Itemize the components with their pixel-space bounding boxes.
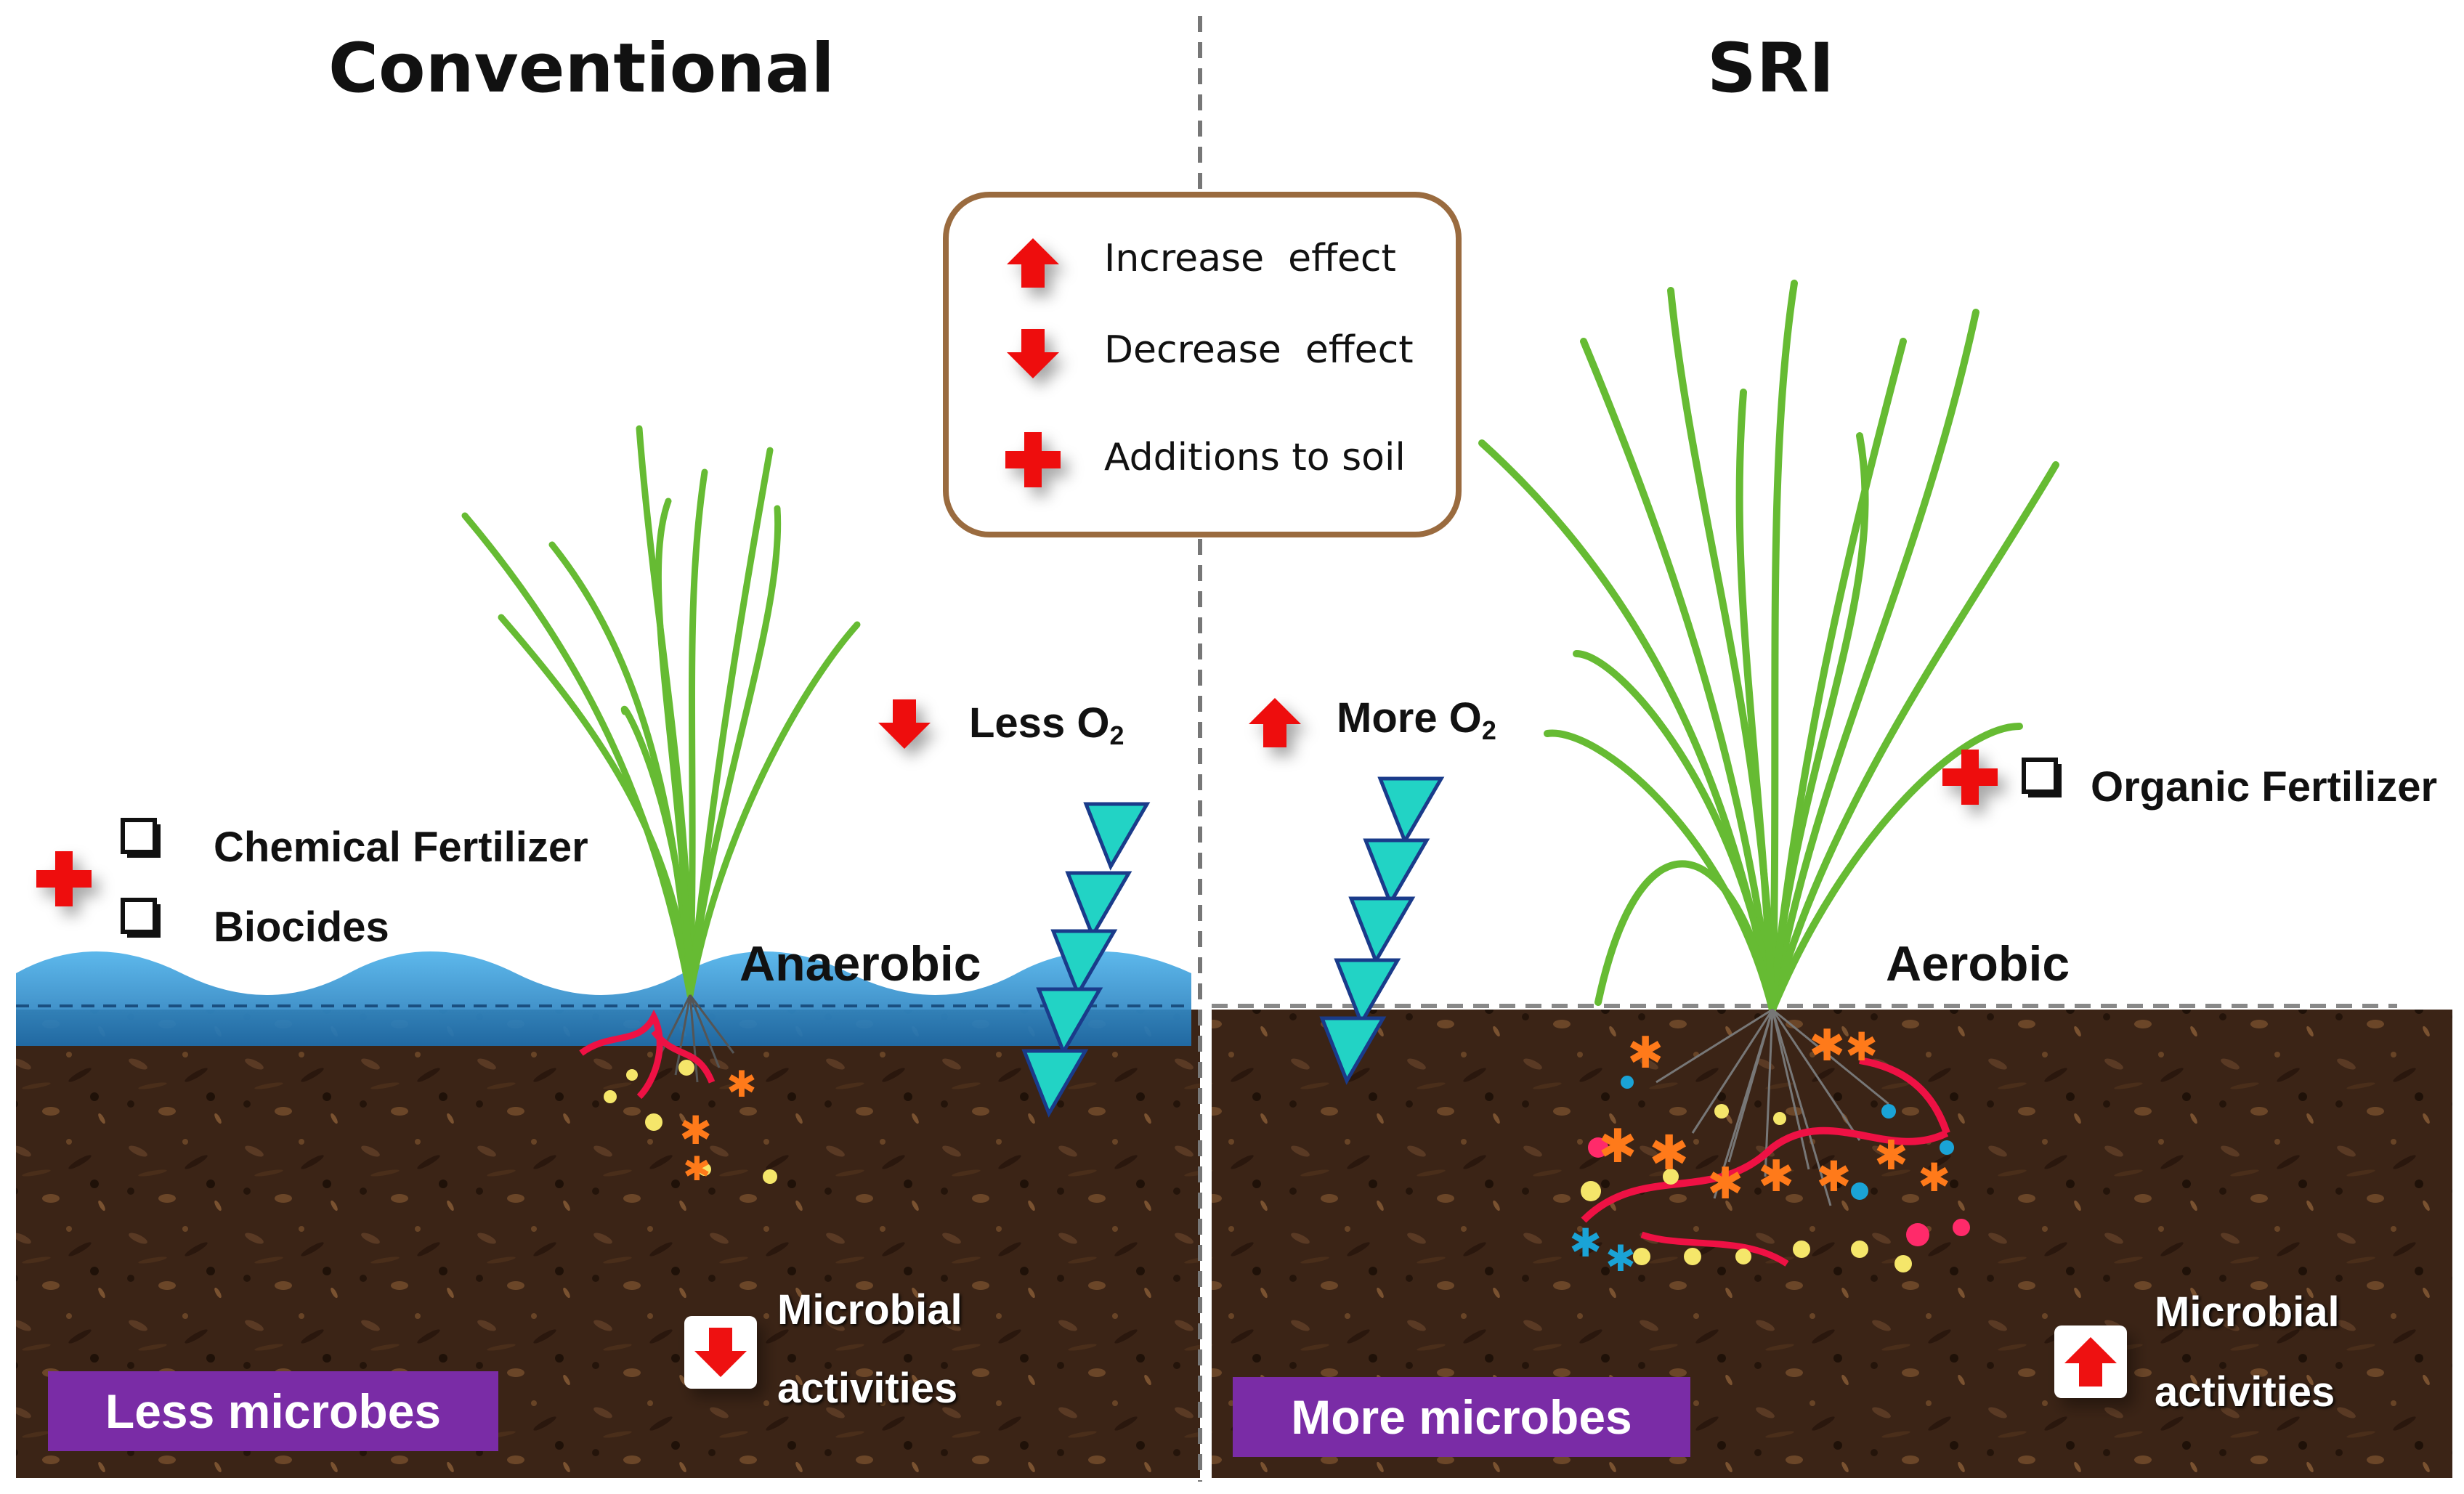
panel-title-conventional: Conventional xyxy=(328,29,835,108)
up-arrow-icon xyxy=(2054,1325,2127,1398)
svg-text:✱: ✱ xyxy=(1918,1155,1950,1201)
rice-plant-conventional xyxy=(461,425,861,999)
legend-box xyxy=(943,192,1462,537)
panel-title-sri: SRI xyxy=(1707,29,1835,108)
addition-organic-fertilizer: Organic Fertilizer xyxy=(2091,763,2438,811)
svg-text:✱: ✱ xyxy=(1605,1238,1636,1280)
down-arrow-icon xyxy=(684,1316,757,1389)
svg-text:✱: ✱ xyxy=(679,1108,712,1153)
checkbox-icon xyxy=(123,900,158,935)
up-arrow-icon xyxy=(1249,698,1301,747)
microbial-activities-line1: Microbial xyxy=(2155,1288,2340,1336)
svg-text:✱: ✱ xyxy=(1649,1125,1689,1181)
microbial-activities-line2: activities xyxy=(777,1365,958,1412)
roots-sri xyxy=(1655,1008,1889,1206)
legend-label-additions: Additions to soil xyxy=(1104,436,1406,479)
svg-text:✱: ✱ xyxy=(683,1149,711,1188)
plus-icon xyxy=(36,851,92,906)
oxygen-label-more: More O2 xyxy=(1337,694,1496,746)
microbes-badge-more: More microbes xyxy=(1233,1377,1690,1457)
svg-text:✱: ✱ xyxy=(1809,1020,1845,1071)
addition-biocides: Biocides xyxy=(214,904,389,951)
oxygen-label-text: Less O xyxy=(969,699,1110,747)
svg-text:✱: ✱ xyxy=(1874,1132,1908,1180)
down-arrow-icon xyxy=(878,699,931,749)
legend-label-increase: Increase effect xyxy=(1104,237,1396,280)
microbial-activities-line1: Microbial xyxy=(777,1286,962,1333)
oxygen-subscript: 2 xyxy=(1109,720,1124,751)
oxygen-label-text: More O xyxy=(1337,694,1482,742)
svg-text:✱: ✱ xyxy=(1707,1158,1743,1209)
oxygen-label-less: Less O2 xyxy=(969,699,1124,751)
condition-anaerobic: Anaerobic xyxy=(739,936,981,991)
svg-text:✱: ✱ xyxy=(1816,1152,1852,1201)
svg-text:✱: ✱ xyxy=(1758,1151,1794,1202)
microbes-badge-less: Less microbes xyxy=(48,1371,498,1451)
oxygen-subscript: 2 xyxy=(1481,715,1496,746)
svg-text:✱: ✱ xyxy=(1845,1024,1878,1070)
condition-aerobic: Aerobic xyxy=(1886,936,2070,991)
checkbox-icon xyxy=(123,820,158,855)
rice-plant-sri xyxy=(1478,280,2059,1013)
svg-text:✱: ✱ xyxy=(1598,1120,1637,1174)
microbes-sri: ✱ ✱ ✱ ✱ ✱ ✱ ✱ ✱ ✱ ✱ ✱ ✱ xyxy=(1569,1020,1970,1280)
svg-text:✱: ✱ xyxy=(1569,1220,1602,1266)
legend-label-decrease: Decrease effect xyxy=(1104,328,1414,372)
addition-chemical-fertilizer: Chemical Fertilizer xyxy=(214,824,588,871)
svg-text:✱: ✱ xyxy=(726,1063,757,1105)
flood-water xyxy=(16,951,1191,1046)
microbes-conventional: ✱ ✱ ✱ xyxy=(579,1009,777,1188)
checkbox-icon xyxy=(2024,760,2059,795)
microbial-activities-line2: activities xyxy=(2155,1368,2335,1416)
svg-text:✱: ✱ xyxy=(1627,1028,1663,1079)
